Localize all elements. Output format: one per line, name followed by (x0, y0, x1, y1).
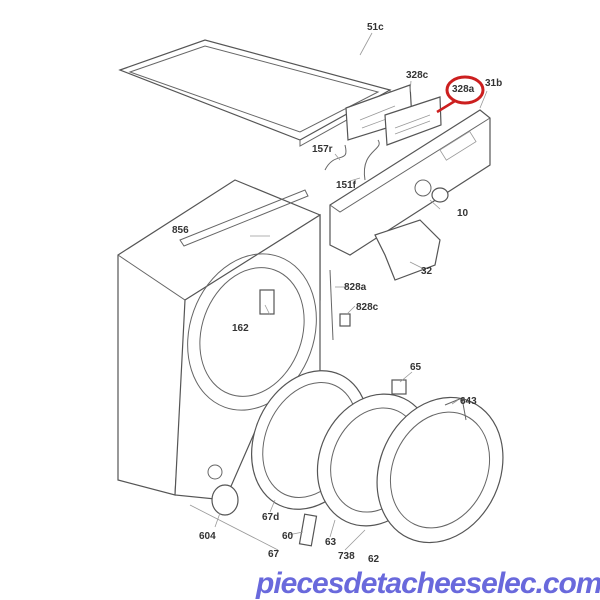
leader-lines (189, 32, 488, 551)
part-label-157r: 157r (312, 144, 333, 155)
part-828c (339, 313, 351, 327)
part-label-60: 60 (282, 531, 294, 542)
part-32-detergent-drawer (374, 219, 441, 281)
part-label-67: 67 (268, 549, 280, 560)
part-label-65: 65 (410, 362, 422, 373)
part-label-643: 643 (460, 396, 477, 407)
part-label-32: 32 (421, 266, 433, 277)
part-label-328c: 328c (406, 70, 429, 81)
part-828a (329, 269, 334, 341)
highlight-marker-328a (436, 75, 485, 114)
part-157r-cable (324, 144, 347, 171)
part-65-bracket (391, 379, 407, 395)
part-label-828c: 828c (356, 302, 379, 313)
part-label-151f: 151f (336, 180, 357, 191)
cabinet-body (117, 179, 321, 501)
part-label-10: 10 (457, 208, 469, 219)
part-60-hinge (298, 513, 318, 547)
part-label-856: 856 (172, 225, 189, 236)
part-label-738: 738 (338, 551, 355, 562)
part-856-rail (179, 189, 309, 247)
part-label-31b: 31b (485, 78, 503, 89)
watermark: piecesdetacheeselec.com (256, 567, 600, 600)
part-10-knob (431, 187, 449, 203)
part-label-63: 63 (325, 537, 337, 548)
part-label-604: 604 (199, 531, 216, 542)
part-31b-control-panel (329, 109, 491, 256)
part-label-51c: 51c (367, 22, 384, 33)
part-label-62: 62 (368, 554, 380, 565)
part-328a-board (384, 96, 442, 146)
part-label-828a: 828a (344, 282, 367, 293)
part-label-67d: 67d (262, 512, 280, 523)
part-label-162: 162 (232, 323, 249, 334)
part-604-filter-cover (211, 484, 239, 516)
part-643-handle (444, 397, 467, 421)
part-label-328a: 328a (452, 84, 475, 95)
part-162-door-lock (259, 289, 275, 315)
part-151f-cable (363, 139, 380, 181)
